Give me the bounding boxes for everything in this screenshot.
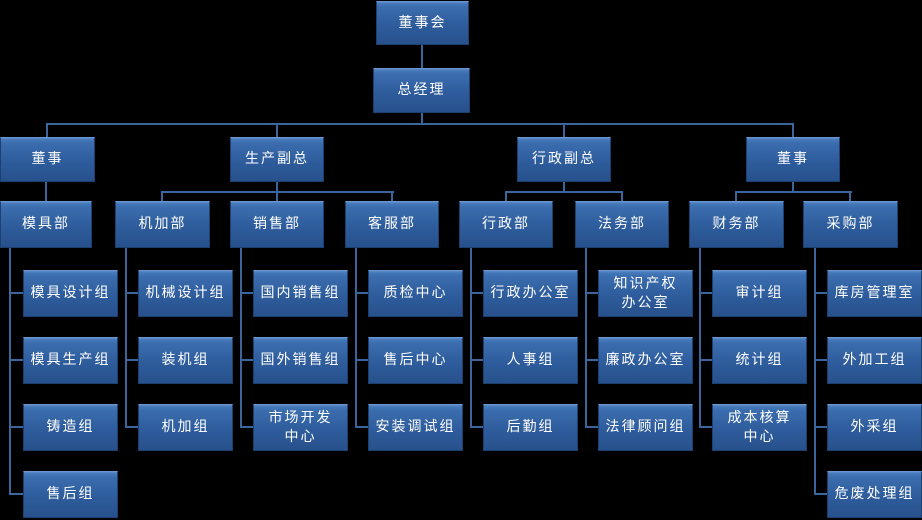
org-node-board: 董事会 — [376, 1, 469, 45]
org-node-team: 外采组 — [827, 404, 922, 451]
connector-line — [585, 248, 587, 428]
org-node-team: 售后中心 — [368, 337, 463, 384]
org-node-dept-legal: 法务部 — [575, 201, 669, 248]
org-node-team: 模具设计组 — [23, 270, 118, 317]
connector-line — [505, 191, 623, 193]
connector-line — [470, 426, 483, 428]
connector-line — [125, 292, 138, 294]
org-node-director-left: 董事 — [0, 137, 95, 182]
org-node-team: 机加组 — [138, 404, 233, 451]
connector-line — [125, 359, 138, 361]
org-node-team: 知识产权 办公室 — [598, 270, 693, 317]
connector-line — [240, 248, 242, 428]
connector-line — [9, 493, 23, 495]
connector-line — [391, 193, 393, 201]
connector-line — [814, 248, 816, 495]
connector-line — [814, 359, 827, 361]
connector-line — [46, 125, 48, 137]
connector-line — [585, 292, 598, 294]
connector-line — [125, 426, 138, 428]
connector-line — [46, 123, 794, 125]
org-node-team: 机械设计组 — [138, 270, 233, 317]
org-node-team: 售后组 — [23, 471, 118, 518]
connector-line — [9, 292, 23, 294]
connector-line — [563, 125, 565, 137]
org-node-team: 廉政办公室 — [598, 337, 693, 384]
org-node-team: 后勤组 — [483, 404, 578, 451]
org-node-dept-service: 客服部 — [345, 201, 439, 248]
org-node-team: 市场开发 中心 — [253, 404, 348, 451]
connector-line — [355, 359, 368, 361]
org-node-team: 库房管理室 — [827, 270, 922, 317]
org-node-team: 外加工组 — [827, 337, 922, 384]
connector-line — [240, 426, 253, 428]
org-node-team: 铸造组 — [23, 404, 118, 451]
org-node-team: 国外销售组 — [253, 337, 348, 384]
connector-line — [792, 125, 794, 137]
org-node-dept-sales: 销售部 — [230, 201, 324, 248]
org-node-team: 质检中心 — [368, 270, 463, 317]
org-node-team: 危废处理组 — [827, 471, 922, 518]
connector-line — [814, 292, 827, 294]
org-node-team: 成本核算 中心 — [712, 404, 807, 451]
connector-line — [735, 193, 737, 201]
connector-line — [735, 191, 852, 193]
connector-line — [814, 493, 827, 495]
connector-line — [421, 45, 423, 68]
connector-line — [699, 248, 701, 428]
connector-line — [470, 359, 483, 361]
org-node-team: 安装调试组 — [368, 404, 463, 451]
connector-line — [240, 292, 253, 294]
org-node-team: 人事组 — [483, 337, 578, 384]
org-node-team: 行政办公室 — [483, 270, 578, 317]
connector-line — [276, 193, 278, 201]
connector-line — [45, 182, 47, 201]
connector-line — [276, 125, 278, 137]
org-node-dept-admin: 行政部 — [459, 201, 553, 248]
org-node-team: 模具生产组 — [23, 337, 118, 384]
connector-line — [585, 426, 598, 428]
org-node-team: 装机组 — [138, 337, 233, 384]
org-node-team: 审计组 — [712, 270, 807, 317]
org-node-vp-admin: 行政副总 — [517, 137, 611, 182]
connector-line — [470, 248, 472, 428]
org-node-dept-finance: 财务部 — [689, 201, 784, 248]
connector-line — [161, 191, 394, 193]
connector-line — [814, 426, 827, 428]
connector-line — [9, 248, 11, 495]
connector-line — [355, 426, 368, 428]
org-node-director-right: 董事 — [746, 137, 840, 182]
connector-line — [505, 193, 507, 201]
org-node-team: 统计组 — [712, 337, 807, 384]
org-node-dept-mold: 模具部 — [0, 201, 92, 248]
connector-line — [699, 426, 712, 428]
connector-line — [9, 359, 23, 361]
connector-line — [9, 426, 23, 428]
connector-line — [355, 292, 368, 294]
connector-line — [355, 248, 357, 428]
connector-line — [240, 359, 253, 361]
org-node-dept-purchasing: 采购部 — [803, 201, 898, 248]
org-node-vp-production: 生产副总 — [230, 137, 324, 182]
connector-line — [470, 292, 483, 294]
connector-line — [621, 193, 623, 201]
connector-line — [161, 193, 163, 201]
connector-line — [585, 359, 598, 361]
connector-line — [699, 359, 712, 361]
org-node-dept-machining: 机加部 — [115, 201, 210, 248]
connector-line — [125, 248, 127, 428]
org-node-team: 法律顾问组 — [598, 404, 693, 451]
connector-line — [849, 193, 851, 201]
connector-line — [563, 182, 565, 192]
connector-line — [276, 182, 278, 192]
connector-line — [699, 292, 712, 294]
connector-line — [421, 113, 423, 124]
connector-line — [792, 182, 794, 192]
org-node-team: 国内销售组 — [253, 270, 348, 317]
org-node-general-manager: 总经理 — [373, 68, 470, 113]
